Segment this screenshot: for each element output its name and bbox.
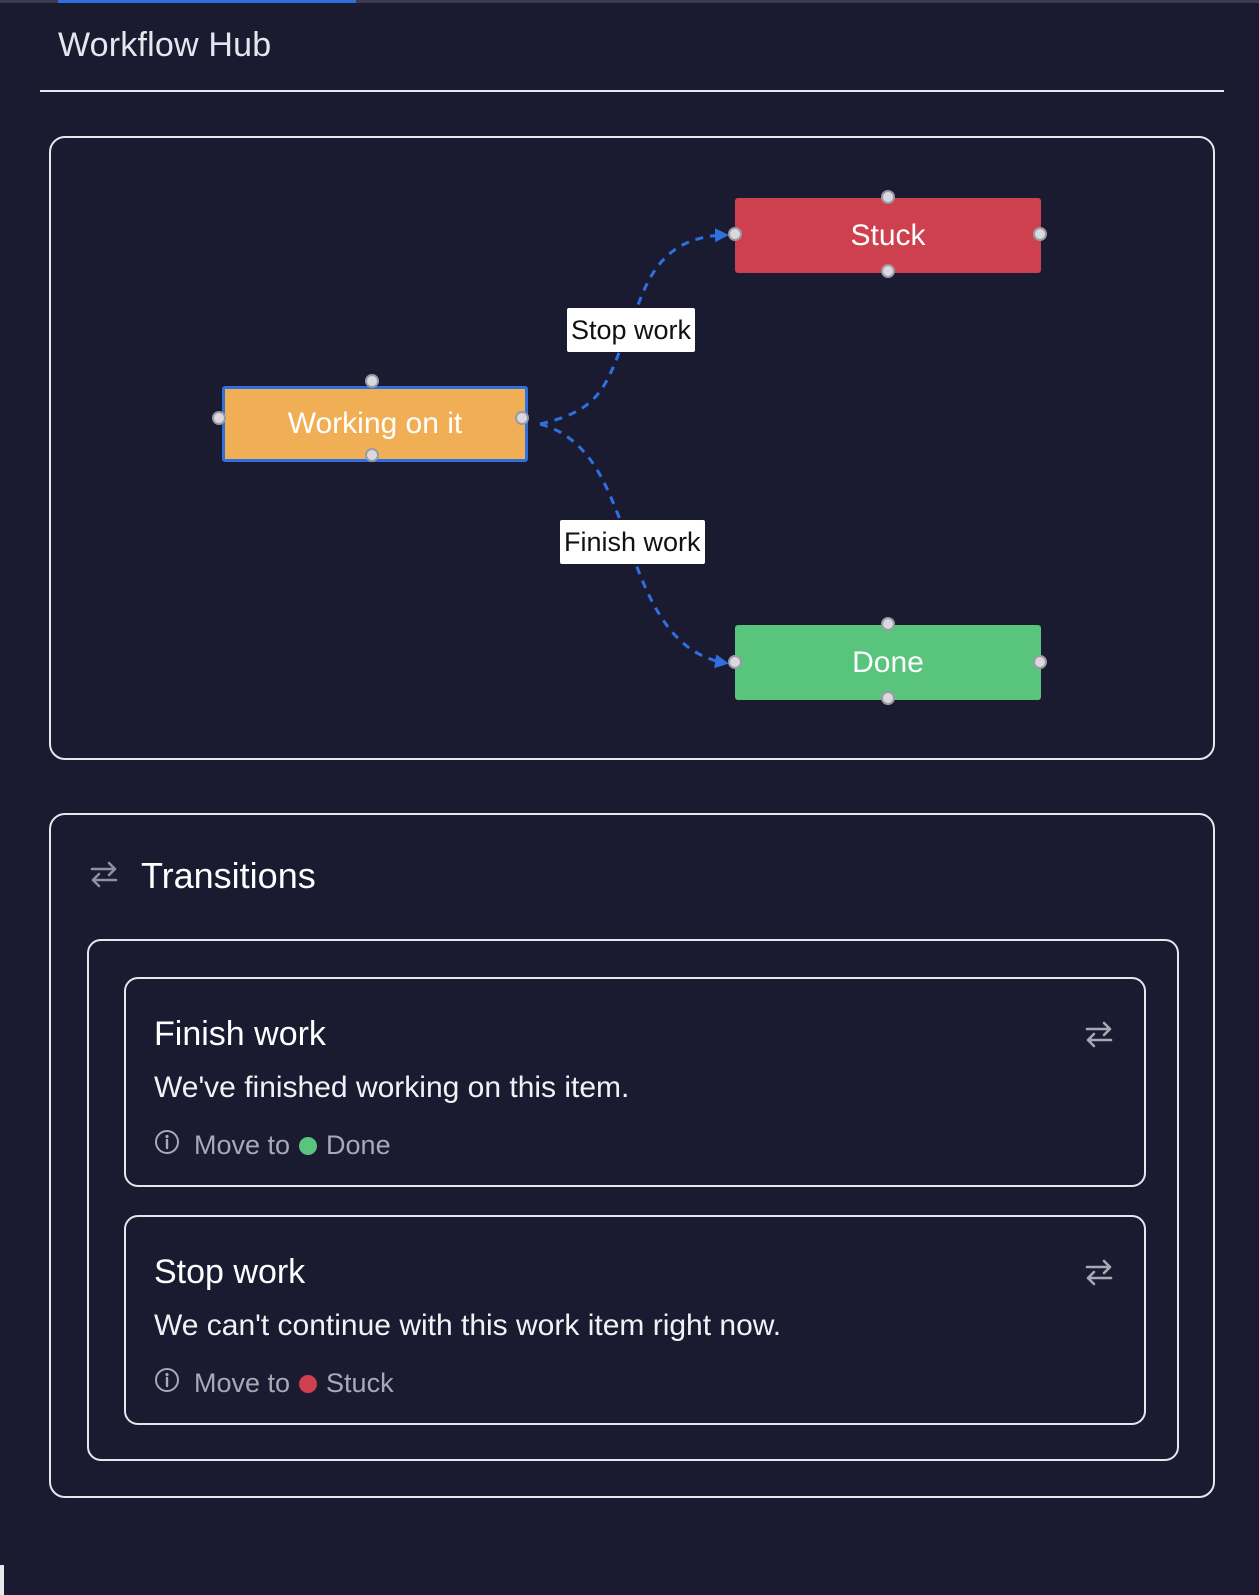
info-icon [154, 1367, 180, 1400]
node-done[interactable]: Done [735, 625, 1041, 700]
transition-description: We can't continue with this work item ri… [154, 1309, 782, 1342]
handle-bottom[interactable] [881, 264, 895, 278]
transitions-list: Finish work We've finished working on th… [87, 939, 1179, 1461]
page-title: Workflow Hub [58, 26, 272, 64]
swap-arrows-icon[interactable] [1084, 1257, 1114, 1292]
transition-description: We've finished working on this item. [154, 1071, 630, 1104]
transition-target: Move to Done [154, 1129, 391, 1162]
active-tab-indicator[interactable] [58, 0, 356, 3]
handle-right[interactable] [1033, 655, 1047, 669]
edge-label-finish-work[interactable]: Finish work [560, 520, 705, 565]
transition-card-stop-work[interactable]: Stop work We can't continue with this wo… [124, 1215, 1146, 1425]
handle-right[interactable] [515, 411, 529, 425]
edge-stop-work[interactable] [539, 228, 729, 426]
handle-left[interactable] [728, 655, 742, 669]
node-label: Done [852, 645, 924, 679]
transition-target: Move to Stuck [154, 1367, 394, 1400]
handle-top[interactable] [881, 617, 895, 631]
node-label: Stuck [850, 218, 926, 252]
handle-left[interactable] [212, 411, 226, 425]
transition-name: Finish work [154, 1015, 326, 1053]
swap-arrows-icon[interactable] [1084, 1019, 1114, 1054]
handle-left[interactable] [728, 227, 742, 241]
move-to-label: Move to [194, 1368, 291, 1398]
handle-top[interactable] [365, 374, 379, 388]
top-tab-bar [0, 0, 1259, 3]
workflow-diagram[interactable]: Working on it Stuck Done Stop work Finis… [49, 136, 1215, 760]
status-dot [299, 1136, 318, 1155]
node-stuck[interactable]: Stuck [735, 198, 1041, 273]
swap-arrows-icon [89, 859, 119, 894]
handle-bottom[interactable] [881, 691, 895, 705]
info-icon [154, 1129, 180, 1162]
handle-bottom[interactable] [365, 448, 379, 462]
window-edge [0, 1565, 4, 1595]
transition-name: Stop work [154, 1253, 306, 1291]
page-header: Workflow Hub [40, 0, 1224, 92]
node-label: Working on it [287, 407, 463, 440]
transitions-title: Transitions [141, 855, 316, 896]
target-status: Stuck [326, 1368, 394, 1398]
transitions-panel: Transitions Finish work We've finished w… [49, 813, 1215, 1498]
transitions-header: Transitions [89, 855, 316, 897]
transition-card-finish-work[interactable]: Finish work We've finished working on th… [124, 977, 1146, 1187]
move-to-label: Move to [194, 1130, 291, 1160]
handle-top[interactable] [881, 190, 895, 204]
target-status: Done [326, 1130, 391, 1160]
handle-right[interactable] [1033, 227, 1047, 241]
edge-label-stop-work[interactable]: Stop work [567, 308, 696, 353]
status-dot [299, 1374, 318, 1393]
